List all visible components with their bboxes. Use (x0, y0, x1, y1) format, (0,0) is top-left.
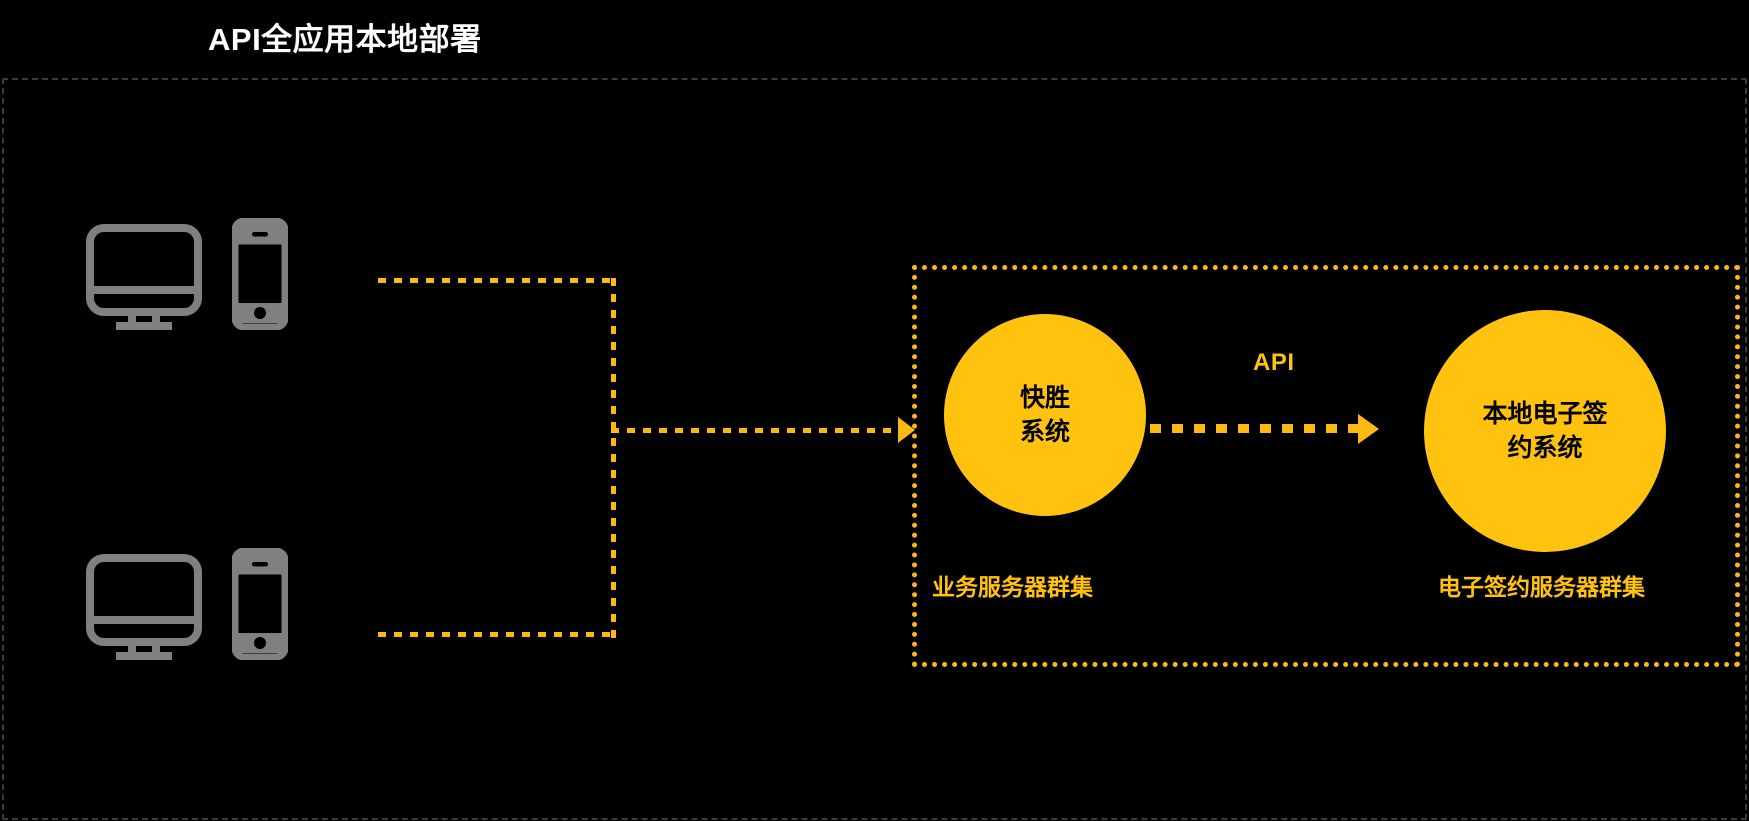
client-group-top (86, 217, 289, 331)
monitor-icon (86, 224, 202, 330)
node-local-esign-system-label: 本地电子签 约系统 (1482, 397, 1607, 465)
arrowhead-into-esign-system (1358, 414, 1379, 444)
connector-line-top (378, 278, 616, 283)
page-title: API全应用本地部署 (208, 22, 482, 57)
phone-icon (231, 217, 289, 331)
phone-icon (231, 547, 289, 661)
node-business-system[interactable]: 快胜 系统 (944, 314, 1146, 516)
node-local-esign-system[interactable]: 本地电子签 约系统 (1424, 310, 1666, 552)
node-local-esign-system-line1: 本地电子签 (1482, 400, 1608, 428)
monitor-icon (86, 554, 202, 660)
arrowhead-into-server-zone (898, 417, 915, 443)
connector-line-bottom (378, 632, 616, 637)
connector-line-vertical (611, 278, 616, 638)
node-business-system-line1: 快胜 (1019, 384, 1070, 412)
api-link-label: API (1253, 349, 1295, 376)
cluster-label-business: 业务服务器群集 (932, 574, 1093, 600)
node-local-esign-system-line2: 约系统 (1507, 434, 1583, 462)
client-group-bottom (86, 547, 289, 661)
cluster-label-esign: 电子签约服务器群集 (1438, 574, 1645, 600)
node-business-system-label: 快胜 系统 (1020, 381, 1070, 449)
api-connector-line (1150, 424, 1362, 433)
connector-line-to-zone (611, 428, 911, 433)
server-zone-container (912, 265, 1740, 667)
node-business-system-line2: 系统 (1019, 418, 1070, 446)
outer-dashed-frame (2, 78, 1747, 820)
